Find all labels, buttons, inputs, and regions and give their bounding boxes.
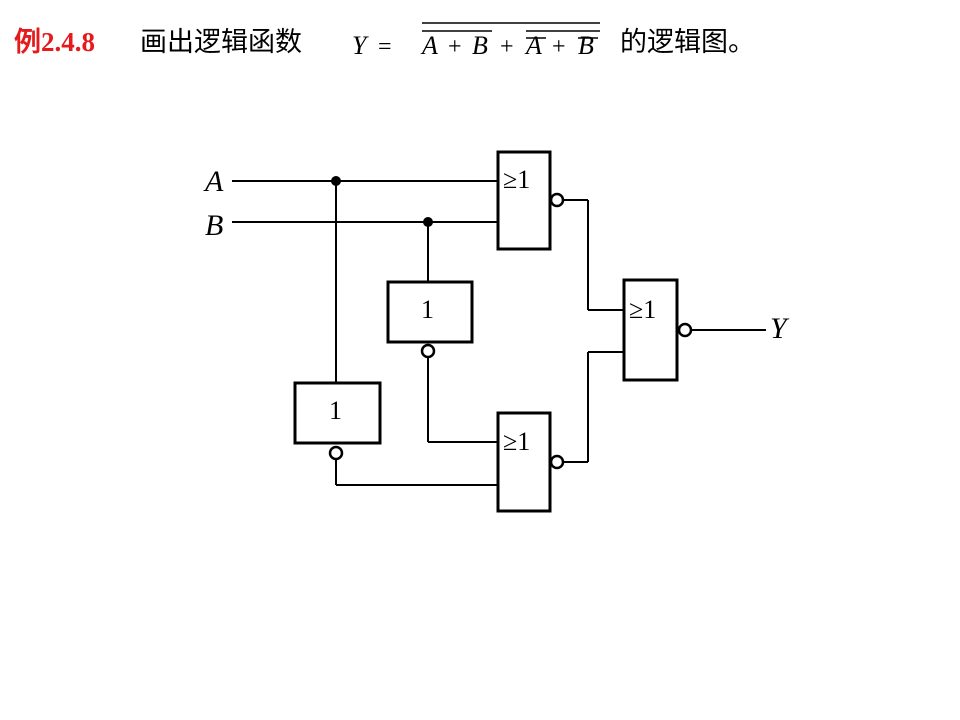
gate-nor-output-bubble (677, 322, 693, 338)
gate-not-a-body (293, 381, 382, 445)
gate-nor-output-body (622, 278, 679, 382)
gate-nor-bottom-label: ≥1 (503, 427, 530, 456)
gate-nor-output: ≥1 (622, 278, 693, 382)
example-label: 例2.4.8 (14, 27, 95, 57)
formula-svg: Y = A + B + A + B (352, 22, 600, 60)
gate-nor-top-bubble (549, 192, 565, 208)
gate-nor-output-label: ≥1 (629, 295, 656, 324)
input-label-b: B (205, 209, 223, 242)
junction-b (423, 217, 433, 227)
gate-not-b-body (386, 280, 474, 344)
formula-term2-a: A (524, 31, 542, 60)
formula-lhs: Y (352, 31, 369, 60)
input-label-a: A (203, 165, 224, 198)
junction-a (331, 176, 341, 186)
formula-term2-b: B (578, 31, 594, 60)
formula-term1-b: B (472, 31, 488, 60)
gate-nor-bottom-bubble (549, 454, 565, 470)
gate-nor-bottom: ≥1 (496, 411, 565, 513)
suffix-text: 的逻辑图。 (620, 27, 755, 57)
formula-middle-plus: + (500, 34, 514, 60)
gate-not-b-label: 1 (421, 295, 434, 324)
formula: Y = A + B + A + B (352, 20, 612, 76)
gate-not-b-bubble (420, 343, 436, 359)
gate-nor-bottom-body (496, 411, 552, 513)
formula-term1-a: A (420, 31, 438, 60)
gate-not-a: 1 (293, 381, 382, 461)
gate-not-b: 1 (386, 280, 474, 359)
gate-not-a-bubble (328, 445, 344, 461)
formula-term1-plus: + (448, 34, 462, 60)
gate-not-a-label: 1 (329, 396, 342, 425)
gate-nor-top-label: ≥1 (503, 165, 530, 194)
output-label-y: Y (770, 312, 790, 345)
gate-nor-top: ≥1 (496, 150, 565, 251)
formula-term2-plus: + (552, 34, 566, 60)
formula-equals: = (378, 34, 392, 60)
instruction-text: 画出逻辑函数 (140, 27, 302, 57)
